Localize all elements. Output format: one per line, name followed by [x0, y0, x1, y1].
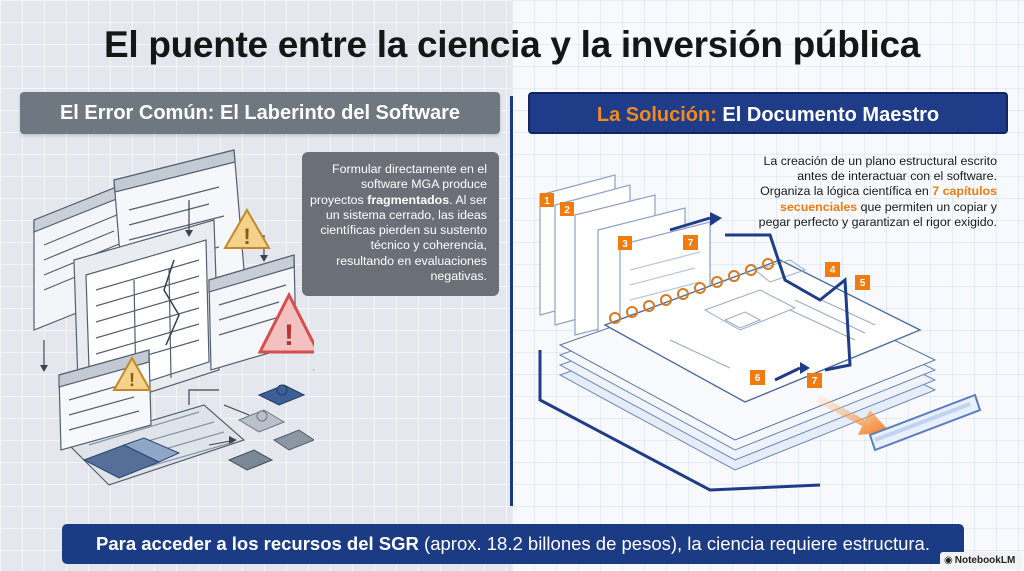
svg-text:3: 3	[622, 239, 628, 250]
warning-icon: !	[112, 355, 152, 391]
center-divider	[510, 96, 513, 506]
software-labyrinth-illustration: ! ! !	[33, 149, 314, 486]
svg-text:!: !	[129, 370, 135, 390]
arrow-icon	[538, 216, 852, 492]
svg-text:4: 4	[830, 265, 836, 276]
left-note-text-end: . Al ser un sistema cerrado, las ideas c…	[320, 192, 487, 284]
svg-text:2: 2	[564, 205, 570, 216]
puzzle-piece-icon	[272, 429, 314, 451]
svg-text:7: 7	[688, 238, 694, 249]
left-explanation-box: Formular directamente en el software MGA…	[302, 152, 499, 296]
right-explanation-text: La creación de un plano estructural escr…	[747, 154, 997, 230]
right-note-text-end: que permiten un copiar y pegar perfecto …	[758, 199, 997, 229]
left-note-text: Formular directamente en el software MGA…	[310, 162, 487, 207]
footer-bold-text: Para acceder a los recursos del SGR	[96, 533, 419, 554]
notebooklm-badge: ◉NotebookLM	[940, 552, 1022, 569]
warning-icon: !	[223, 208, 271, 249]
puzzle-piece-icon	[257, 384, 306, 406]
software-window	[58, 349, 152, 451]
step-marker: 6	[750, 370, 765, 385]
step-marker: 7	[807, 373, 822, 388]
master-notebook	[558, 258, 937, 471]
step-marker: 2	[560, 202, 574, 216]
right-note-highlight: 7 capítulos secuenciales	[780, 184, 997, 214]
step-marker: 5	[855, 275, 870, 290]
right-header-accent: La Solución:	[596, 104, 717, 126]
svg-text:6: 6	[755, 373, 761, 384]
step-marker: 3	[618, 236, 632, 250]
svg-text:!: !	[243, 224, 250, 249]
svg-text:5: 5	[860, 278, 866, 289]
software-input-bar	[868, 393, 982, 452]
warning-icon: !	[257, 291, 314, 354]
step-marker: 1	[540, 193, 554, 207]
footer-banner: Para acceder a los recursos del SGR (apr…	[62, 524, 964, 564]
svg-text:1: 1	[544, 196, 550, 207]
puzzle-piece-icon	[237, 409, 286, 433]
step-marker: 4	[825, 262, 840, 277]
svg-text:7: 7	[812, 376, 818, 387]
footer-text: (aprox. 18.2 billones de pesos), la cien…	[418, 533, 930, 554]
page-title: El puente entre la ciencia y la inversió…	[103, 24, 921, 65]
left-note-bold: fragmentados	[367, 192, 450, 207]
step-marker: 7	[683, 235, 698, 250]
right-panel-header: La Solución: El Documento Maestro	[528, 92, 1008, 134]
puzzle-piece-icon	[227, 449, 274, 471]
right-note-text: La creación de un plano estructural escr…	[760, 154, 997, 199]
svg-text:!: !	[284, 319, 294, 352]
notebooklm-logo-icon: ◉	[944, 555, 953, 566]
left-panel-header: El Error Común: El Laberinto del Softwar…	[20, 92, 500, 134]
master-document-illustration: 1 2 3 7 4 5 6 7	[538, 174, 982, 492]
badge-label: NotebookLM	[954, 555, 1016, 566]
puzzle-piece-icon	[82, 437, 181, 479]
arrow-icon	[816, 395, 890, 435]
right-header-rest: El Documento Maestro	[716, 104, 940, 126]
